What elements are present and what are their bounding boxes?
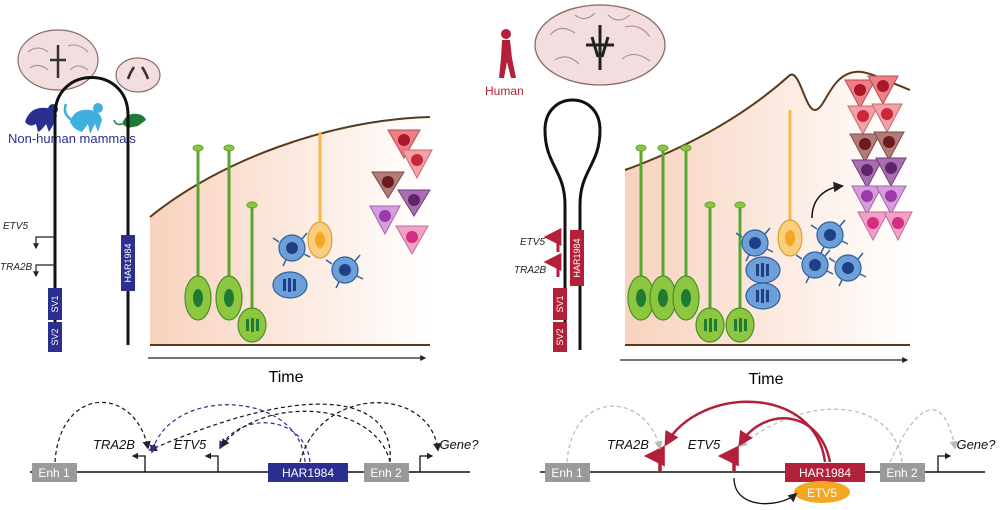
har-track-label-right: HAR1984 (799, 466, 851, 480)
pial-surface-right (624, 70, 911, 171)
neuron-yellow-left (307, 132, 333, 259)
tra2b-label-right: TRA2B (607, 437, 649, 452)
right-panel: Human (485, 4, 996, 505)
enh1-box-right (545, 463, 590, 482)
left-panel: Non-human mammals (0, 29, 479, 482)
neuron-yellow-right (777, 110, 803, 257)
gene-label-left: Gene? (439, 437, 479, 452)
sv1-box-left (48, 288, 62, 320)
etv5-protein (794, 481, 850, 503)
har-box-left (121, 235, 135, 291)
tra2b-label-left: TRA2B (93, 437, 135, 452)
sv1-label-right: SV1 (555, 295, 565, 312)
enh2-box-right (880, 463, 925, 482)
loop-tra2b-right: TRA2B (514, 265, 547, 276)
enh1-box-left (32, 463, 77, 482)
chromatin-loop-right: ETV5 TRA2B SV1 SV2 HAR1984 (514, 98, 602, 352)
primate-icon (25, 104, 58, 132)
har-label-left: HAR1984 (123, 243, 133, 282)
migration-arrow (811, 181, 845, 219)
enh2-label-left: Enh 2 (370, 466, 402, 480)
caption-non-human: Non-human mammals (8, 131, 136, 146)
sv2-label-right: SV2 (555, 328, 565, 345)
sv2-box-left (48, 322, 62, 352)
har-track-box-right (785, 463, 865, 482)
time-label-right: Time (749, 371, 784, 388)
gene-label-right: Gene? (956, 437, 996, 452)
etv5-label-right: ETV5 (688, 437, 721, 452)
human-brain-icon (534, 4, 666, 86)
monkey-icon (63, 103, 103, 134)
cortical-neurons-right (844, 75, 913, 242)
etv5-protein-label: ETV5 (807, 486, 837, 500)
mouse-brain-icon (115, 57, 161, 93)
har-label-right: HAR1984 (572, 238, 582, 277)
enh2-label-right: Enh 2 (886, 466, 918, 480)
sv2-label-left: SV2 (50, 328, 60, 345)
sv2-box-right (553, 322, 567, 352)
sv1-label-left: SV1 (50, 295, 60, 312)
mammal-brain-icon (17, 29, 99, 91)
enh1-label-left: Enh 1 (38, 466, 70, 480)
caption-human: Human (485, 84, 524, 98)
genomic-track-right: Enh 1 TRA2B ETV5 HAR1984 ETV5 Enh 2 Gene… (540, 400, 996, 505)
pial-surface-left (149, 116, 431, 218)
enh2-box-left (364, 463, 409, 482)
loop-etv5-right: ETV5 (520, 237, 545, 248)
har-track-label-left: HAR1984 (282, 466, 334, 480)
mouse-icon (113, 113, 146, 128)
har-track-box-left (268, 463, 348, 482)
sv1-box-right (553, 288, 567, 320)
loop-etv5-left: ETV5 (3, 221, 28, 232)
etv5-label-left: ETV5 (174, 437, 207, 452)
time-label-left: Time (269, 369, 304, 386)
chromatin-loop-left: ETV5 TRA2B SV1 SV2 HAR1984 (0, 76, 135, 352)
har-box-right (570, 230, 584, 286)
enh1-label-right: Enh 1 (551, 466, 583, 480)
genomic-track-left: Enh 1 TRA2B ETV5 HAR1984 Enh 2 Gene? (30, 401, 479, 482)
cortical-neurons-left (369, 129, 433, 256)
human-icon (499, 29, 516, 78)
loop-tra2b-left: TRA2B (0, 262, 33, 273)
